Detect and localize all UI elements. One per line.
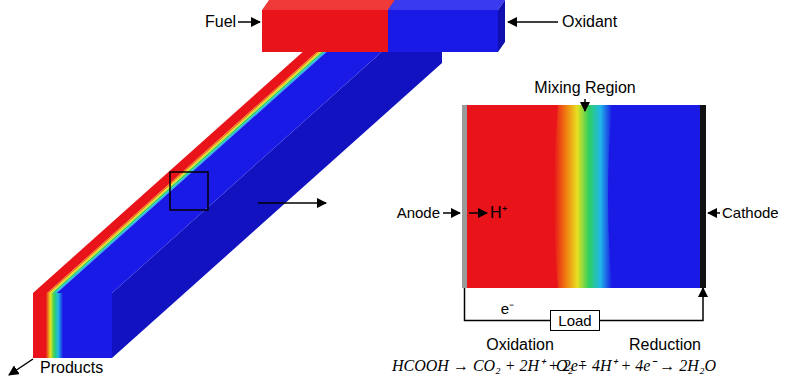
electron-label: e⁻ (501, 300, 514, 318)
zoom-arrow (258, 202, 326, 204)
inlet-front-oxidant (388, 10, 498, 52)
load-box: Load (550, 310, 599, 331)
inlet-label: Oxidant (562, 13, 617, 31)
anode-leader (443, 212, 460, 214)
region-label: Mixing Region (534, 79, 635, 97)
cross-section (467, 105, 700, 288)
outlet-label: Products (40, 359, 103, 377)
channel-body (33, 0, 442, 358)
reaction-equation: HCOOH → CO₂ + 2H⁺ + 2e⁻ (392, 357, 583, 375)
node-label: Cathode (722, 204, 779, 221)
inlet-manifold (262, 0, 505, 52)
zoom-box (170, 172, 208, 210)
cathode-electrode: Cathode (700, 105, 706, 288)
channel-top-face (33, 0, 442, 293)
circuit-wire (465, 288, 551, 321)
products-arrow (9, 359, 33, 375)
anode-electrode: Anode (462, 105, 467, 288)
reaction-equation: O₂ + 4H⁺ + 4e⁻ → 2H₂O (556, 357, 716, 375)
node-label: Anode (397, 204, 440, 221)
fuel-region (467, 105, 560, 288)
reaction-title: Reduction (629, 336, 701, 354)
mixing-arrow (584, 99, 586, 111)
inlet-front-fuel (262, 10, 388, 52)
inlet-side (498, 0, 505, 52)
cathode-leader (708, 212, 720, 214)
circuit-wire (600, 288, 703, 321)
ion-label: H⁺ (490, 204, 507, 222)
proton-arrow (469, 212, 487, 214)
channel-top-strip (57, 0, 442, 293)
channel-outlet-face (33, 293, 112, 358)
reaction-title: Oxidation (486, 336, 554, 354)
oxidant-region (467, 105, 700, 288)
fuel-arrow (238, 21, 260, 23)
oxidant-arrow (508, 21, 558, 23)
mixing-region (554, 105, 612, 288)
inlet-label: Fuel (205, 13, 236, 31)
inlet-top-fuel (262, 0, 395, 10)
inlet-top-oxidant (388, 0, 505, 10)
node-label: Load (558, 312, 591, 329)
